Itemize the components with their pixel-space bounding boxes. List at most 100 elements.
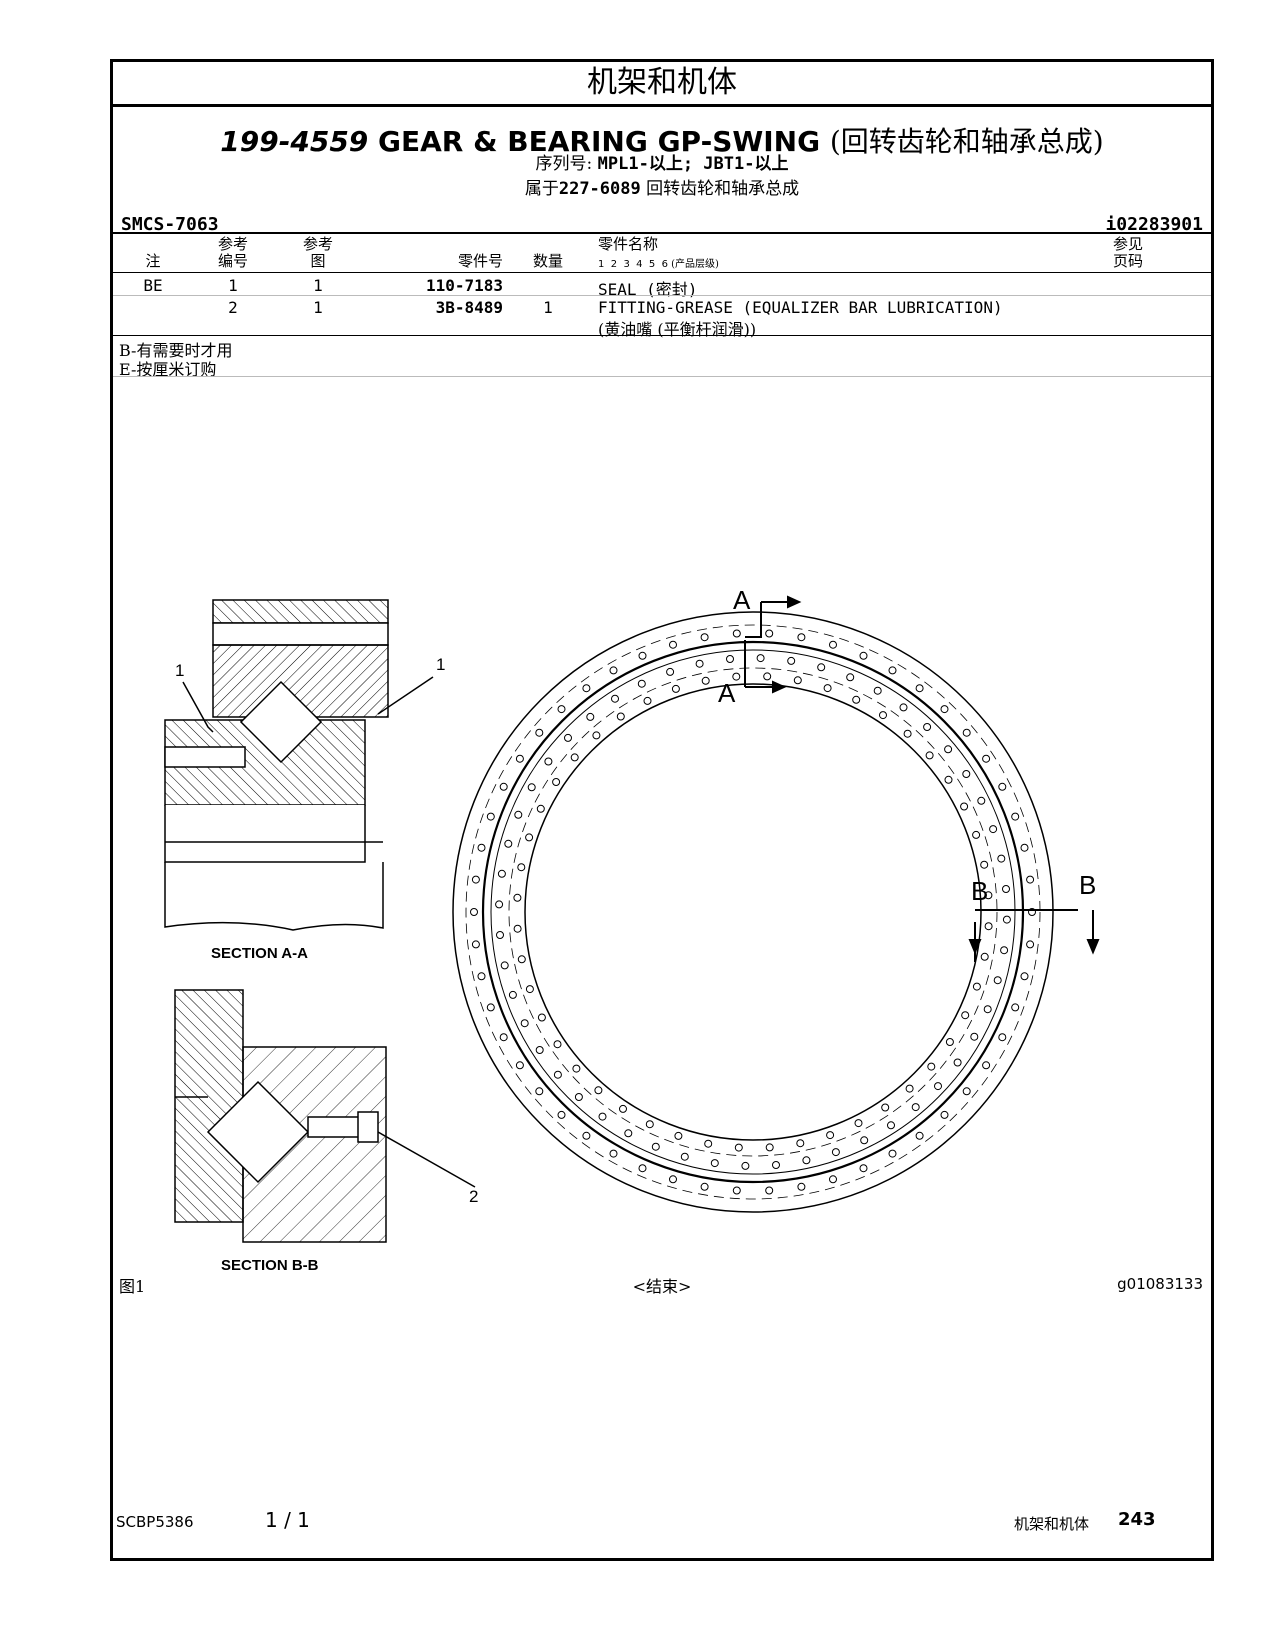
section-marker-a-bottom: A	[718, 678, 736, 708]
row2-ref-fig: 1	[313, 298, 323, 317]
bolt-hole	[513, 924, 522, 933]
callout-aa-right: 1	[436, 655, 445, 674]
bolt-hole	[471, 940, 480, 949]
note-e: E-按厘米订购	[119, 360, 217, 379]
bolt-hole	[887, 1121, 895, 1130]
bolt-hole	[854, 1119, 863, 1128]
bolt-hole	[881, 1103, 890, 1112]
bolt-hole	[772, 1161, 780, 1169]
bolt-hole	[645, 1120, 654, 1129]
bolt-hole	[537, 1013, 546, 1022]
bolt-hole	[1011, 812, 1020, 821]
bolt-hole	[787, 656, 796, 665]
bolt-hole	[553, 1070, 562, 1079]
bolt-hole	[765, 1186, 774, 1195]
bolt-hole	[927, 1062, 936, 1071]
bolt-hole	[515, 754, 524, 763]
row1-ref-fig: 1	[313, 276, 323, 295]
row2-name: FITTING-GREASE (EQUALIZER BAR LUBRICATIO…	[598, 298, 1003, 317]
bolt-hole	[796, 1139, 805, 1148]
bolt-hole	[998, 1033, 1007, 1042]
section-title: 机架和机体	[113, 62, 1211, 107]
bolt-hole	[732, 672, 741, 681]
bolt-hole	[564, 733, 572, 742]
serial-value: MPL1-以上; JBT1-以上	[597, 154, 789, 174]
col-part-no: 零件号	[457, 252, 503, 270]
col-name: 零件名称	[598, 235, 659, 253]
bolt-hole	[873, 686, 882, 695]
bolt-hole	[704, 1139, 713, 1148]
bolt-hole	[1011, 1003, 1020, 1012]
bolt-hole	[823, 684, 832, 693]
bolt-hole	[586, 712, 595, 721]
document-id: i02283901	[1105, 214, 1203, 235]
section-aa-view	[164, 599, 434, 931]
bolt-hole	[915, 1131, 924, 1140]
row1-ref-no: 1	[228, 276, 238, 295]
bolt-hole	[619, 1104, 627, 1113]
bolt-hole	[993, 976, 1002, 985]
bolt-hole	[982, 754, 991, 763]
bolt-hole	[970, 1032, 979, 1041]
bolt-hole	[944, 775, 953, 784]
bolt-hole	[638, 1164, 647, 1173]
callout-aa-left: 1	[175, 661, 184, 680]
bolt-hole	[700, 633, 709, 642]
section-bb-view	[174, 989, 476, 1243]
bolt-hole	[765, 629, 774, 638]
section-bb-label: SECTION B-B	[221, 1257, 319, 1274]
bolt-hole	[651, 1142, 660, 1151]
col-ref-no-line1: 参考	[217, 235, 248, 253]
bolt-hole	[582, 1131, 591, 1140]
bolt-hole	[669, 1175, 677, 1184]
bolt-hole	[504, 839, 513, 848]
bolt-hole	[500, 961, 509, 970]
bolt-hole	[879, 711, 887, 720]
bolt-hole	[980, 952, 989, 961]
row2-qty: 1	[543, 298, 553, 317]
bolt-hole	[624, 1129, 633, 1138]
belongs-part-number: 227-6089	[558, 179, 641, 199]
bolt-hole	[486, 1003, 495, 1012]
bolt-hole	[671, 684, 680, 693]
bolt-hole	[793, 676, 802, 685]
bolt-hole	[695, 659, 704, 668]
bolt-hole	[557, 1110, 566, 1119]
bolt-hole	[888, 1149, 897, 1158]
bolt-hole	[525, 985, 534, 994]
bolt-hole	[831, 1148, 840, 1157]
bolt-hole	[1020, 843, 1029, 852]
bolt-hole	[846, 673, 855, 682]
row-divider	[113, 295, 1211, 296]
bolt-hole	[962, 770, 971, 778]
bolt-hole	[915, 684, 924, 693]
bolt-hole	[666, 667, 675, 676]
figure-drawing: 1 1 SECTION A-A 2 SECTION B-B	[164, 585, 1100, 1274]
bolt-hole	[553, 1040, 562, 1049]
bolt-hole	[925, 751, 934, 760]
bolt-hole	[470, 908, 478, 916]
col-see-line1: 参见	[1112, 235, 1143, 253]
bolt-hole	[535, 1087, 544, 1096]
table-bottom-rule	[113, 335, 1211, 336]
bolt-hole	[972, 982, 981, 991]
bolt-hole	[570, 753, 579, 762]
row1-note: BE	[143, 276, 163, 295]
bolt-hole	[669, 640, 677, 649]
callout-bb: 2	[469, 1187, 478, 1206]
section-markers	[744, 595, 1100, 962]
row2-ref-no: 2	[228, 298, 238, 317]
bolt-hole	[710, 1159, 719, 1168]
col-note: 注	[145, 252, 161, 270]
bolt-hole	[934, 1082, 942, 1091]
bolt-hole	[903, 729, 912, 738]
bolt-hole	[1028, 908, 1036, 916]
bolt-hole	[598, 1112, 607, 1121]
belongs-name: 回转齿轮和轴承总成	[646, 179, 800, 199]
footer-page-number: 243	[1118, 1509, 1156, 1530]
bolt-hole	[643, 696, 652, 705]
table-top-rule	[113, 232, 1211, 234]
bolt-hole	[859, 651, 868, 660]
col-qty: 数量	[532, 252, 563, 270]
bolt-hole	[972, 830, 981, 839]
